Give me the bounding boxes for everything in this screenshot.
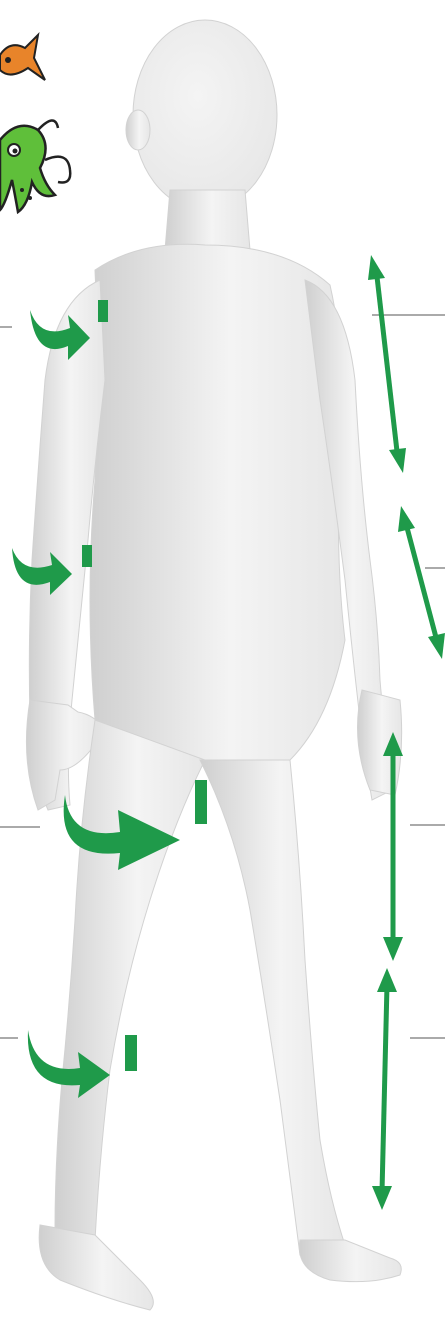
upper-arm-length-arrow-icon [368, 255, 406, 473]
head [133, 20, 277, 210]
octopus-icon [0, 120, 70, 212]
right-leg [55, 720, 205, 1240]
forearm-length-arrow-icon [398, 506, 445, 659]
lower-leg-length-arrow-icon [372, 968, 397, 1210]
torso [90, 244, 345, 760]
child-mannequin [26, 20, 401, 1310]
neck [165, 190, 250, 250]
fish-icon [0, 35, 45, 80]
ear [126, 110, 150, 150]
left-leg [200, 760, 345, 1255]
left-foot [299, 1240, 401, 1282]
right-foot [39, 1225, 153, 1310]
